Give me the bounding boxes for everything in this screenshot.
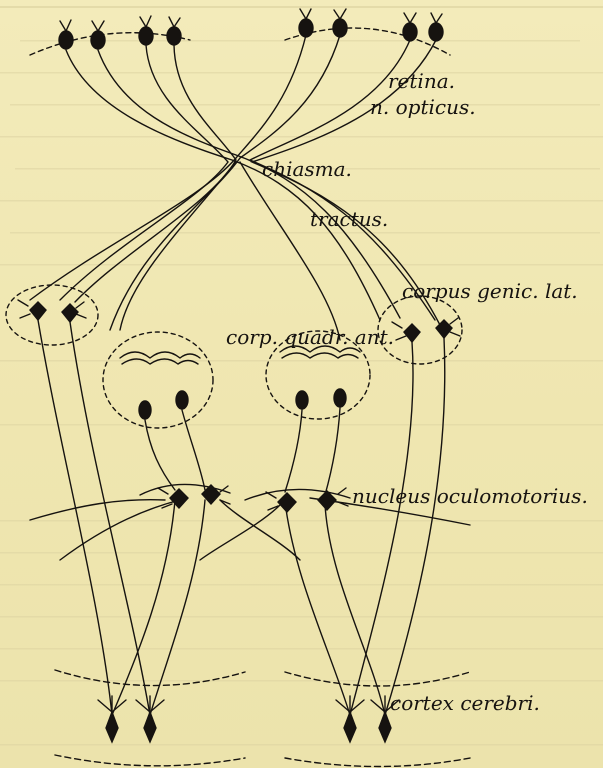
descending-fibers — [38, 320, 445, 715]
label-n-opticus: n. opticus. — [370, 95, 476, 119]
left-cortex-arc-lower — [55, 755, 245, 766]
show-through-texture — [0, 6, 603, 746]
label-corpus-genic-lat: corpus genic. lat. — [402, 279, 578, 303]
label-corp-quadr-ant: corp. quadr. ant. — [226, 325, 394, 349]
quadrigeminal-cells — [139, 389, 346, 419]
label-cortex-cerebri: cortex cerebri. — [390, 691, 540, 715]
retina-cells-left — [59, 27, 181, 49]
label-chiasma: chiasma. — [262, 157, 352, 181]
optic-nerve-fibers — [30, 35, 440, 340]
diagram-ink — [6, 9, 470, 767]
left-geniculate-region — [6, 285, 98, 345]
labels: retina. n. opticus. chiasma. tractus. co… — [226, 69, 588, 715]
label-tractus: tractus. — [310, 207, 388, 231]
left-cortex-arc — [55, 670, 245, 686]
cortex-cells — [106, 712, 391, 742]
label-nucleus-oculomotorius: nucleus oculomotorius. — [352, 484, 588, 508]
right-cortex-arc — [285, 672, 470, 686]
left-retina-arc — [30, 33, 190, 55]
left-quadrigeminal-region — [103, 332, 213, 428]
retina-dendrites — [60, 9, 442, 31]
label-retina: retina. — [388, 69, 455, 93]
right-cortex-arc-lower — [285, 758, 470, 767]
